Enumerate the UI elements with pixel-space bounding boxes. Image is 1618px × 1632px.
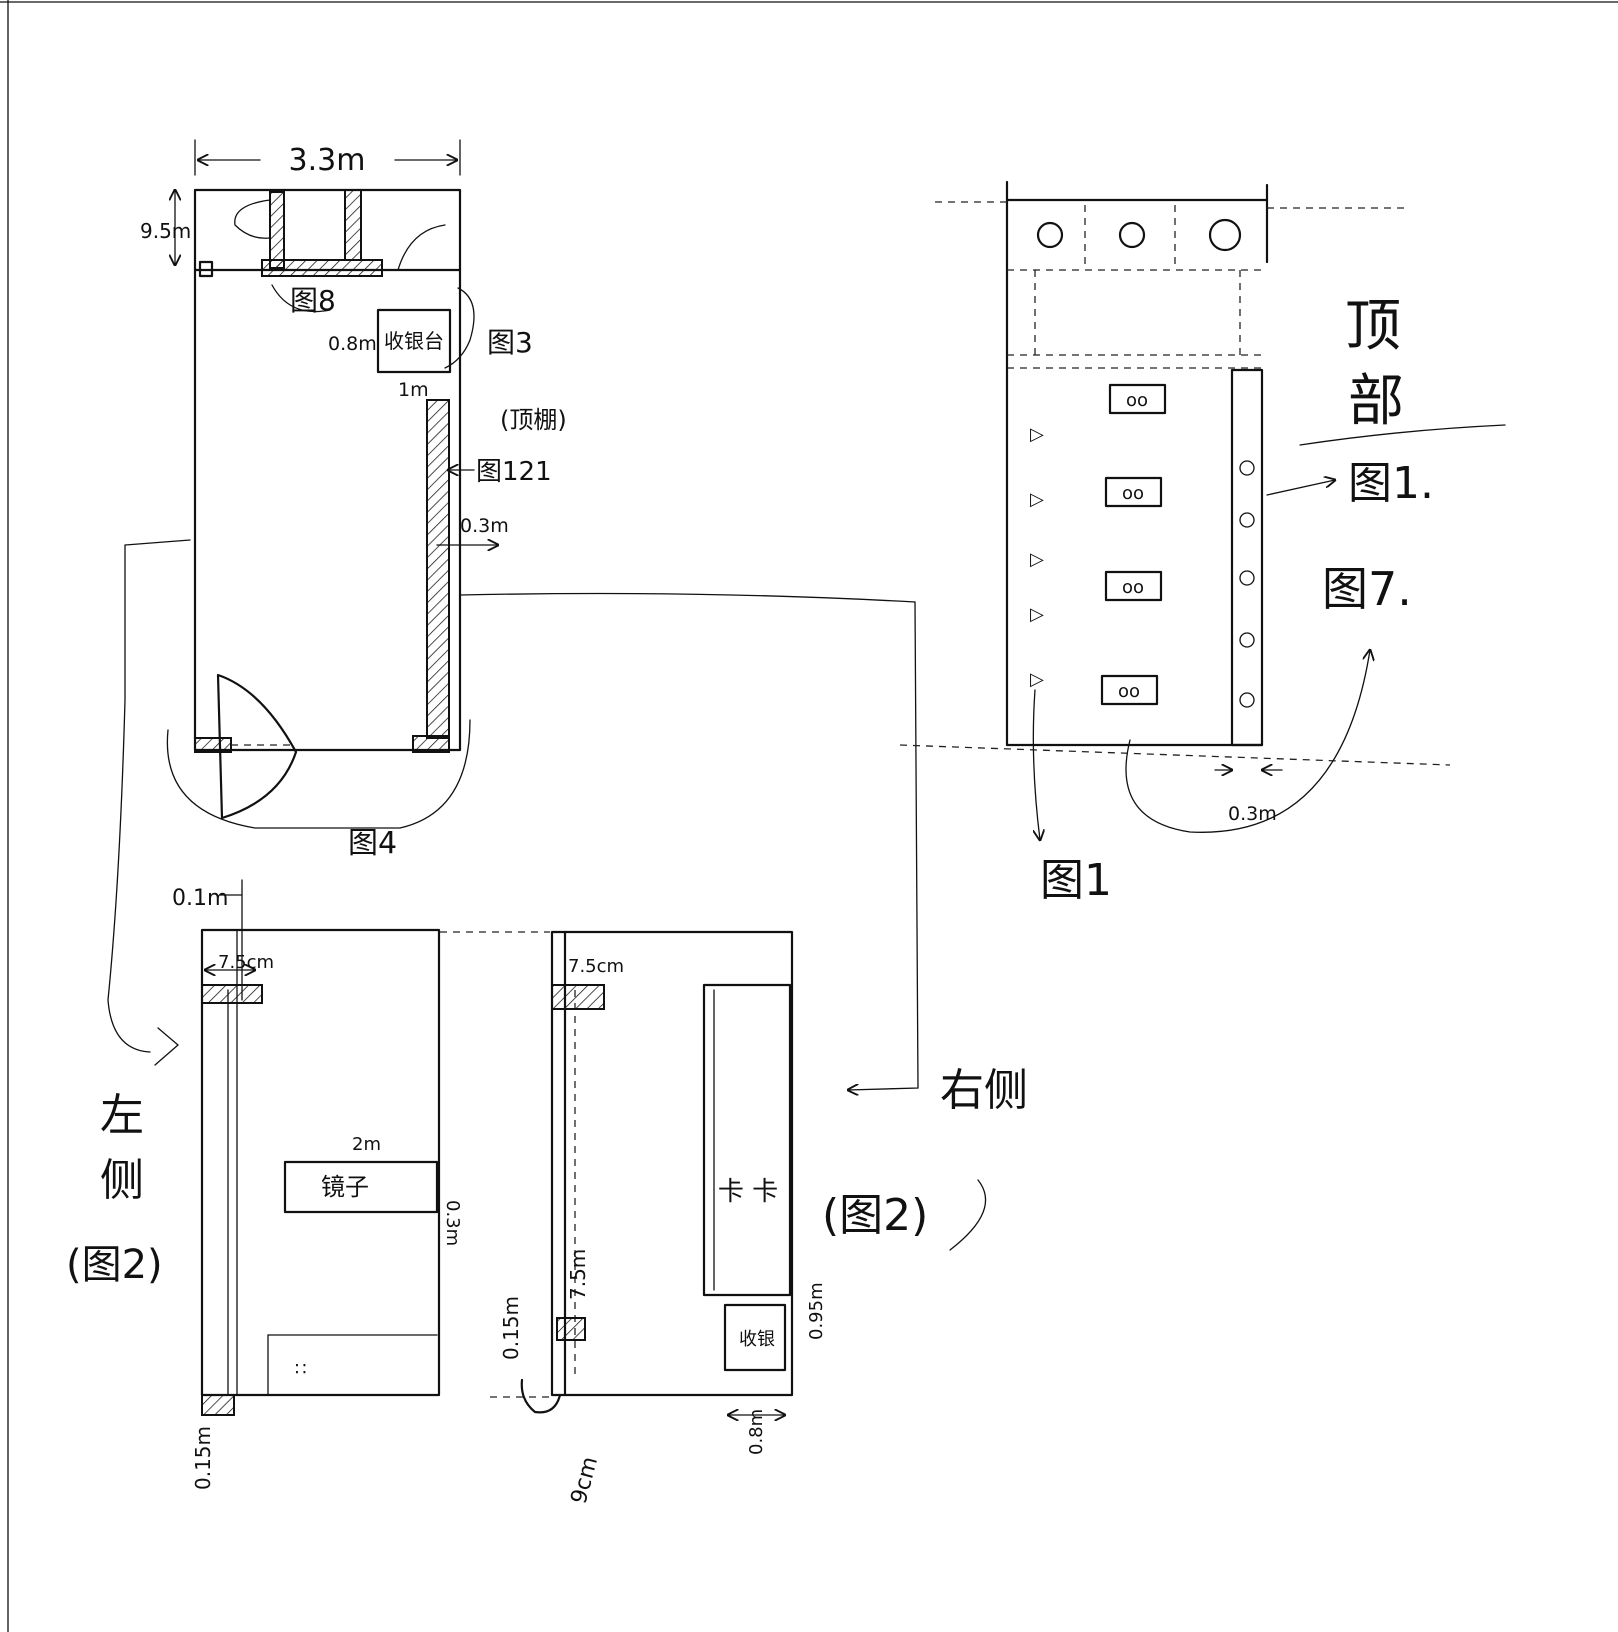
right-cashier-h: 0.95m bbox=[806, 1282, 827, 1340]
top-fixture bbox=[1108, 383, 1167, 415]
left-bottom-beam bbox=[201, 1394, 235, 1416]
top-right-strip bbox=[1230, 368, 1264, 747]
right-cabinet-mark: 卡 卡 bbox=[718, 1177, 778, 1207]
plan-ref-121: 图121 bbox=[476, 457, 552, 487]
plan-top-dim: 9.5m bbox=[140, 219, 191, 243]
plan-cashier-width: 0.8m bbox=[328, 333, 377, 355]
right-cashier bbox=[723, 1303, 787, 1372]
top-light-circle bbox=[1208, 218, 1242, 252]
right-cashier-label: 收银 bbox=[739, 1329, 775, 1350]
top-title-a: 顶 bbox=[1345, 294, 1401, 359]
right-tall-cabinet bbox=[702, 983, 792, 1297]
left-mirror-label: 镜子 bbox=[321, 1173, 369, 1201]
floor-plan: 3.3m 9.5m 图8 收银台 0.8m 1m 图3 (顶棚) 图121 0.… bbox=[140, 139, 567, 861]
right-top-dim: 7.5cm bbox=[568, 956, 624, 977]
left-top-dim: 0.1m bbox=[172, 886, 228, 911]
plan-cashier-label: 收银台 bbox=[384, 329, 444, 353]
top-ref-right: 图1. bbox=[1348, 458, 1434, 509]
top-fixture bbox=[1104, 476, 1163, 508]
svg-text:oo: oo bbox=[1122, 483, 1144, 504]
svg-text:oo: oo bbox=[1122, 577, 1144, 598]
left-mirror-h: 2m bbox=[352, 1134, 381, 1155]
top-ref-below: 图1 bbox=[1040, 855, 1112, 906]
plan-cashier-depth: 1m bbox=[398, 379, 429, 401]
right-elevation: 7.5cm 7.5m 0.15m 9cm 卡 卡 收银 0.95m 0.8m 右… bbox=[490, 930, 1028, 1507]
top-title-underline bbox=[1299, 424, 1506, 446]
right-ref: (图2) bbox=[822, 1190, 928, 1241]
right-bottom-pipe bbox=[520, 1378, 562, 1414]
left-top-beam bbox=[201, 984, 263, 1004]
top-spotlight: ▷ bbox=[1030, 489, 1044, 510]
top-ref-right2: 图7. bbox=[1322, 562, 1412, 616]
top-fixture bbox=[1104, 570, 1163, 602]
left-stripe-dim: 7.5cm bbox=[218, 952, 274, 973]
top-light-circle bbox=[1036, 221, 1064, 249]
plan-wall-dim: 0.3m bbox=[460, 515, 509, 537]
right-outline bbox=[550, 930, 794, 1397]
plan-top-right-door-arc bbox=[397, 224, 446, 271]
plan-ref-4: 图4 bbox=[348, 826, 397, 861]
plan-column-right bbox=[344, 189, 362, 261]
plan-ref3-bracket bbox=[444, 287, 475, 369]
left-mirror bbox=[283, 1160, 439, 1214]
right-ref-bracket bbox=[949, 1179, 987, 1251]
plan-right-wall bbox=[426, 399, 450, 739]
left-outline bbox=[200, 928, 441, 1397]
left-bottom-dim: 0.15m bbox=[191, 1426, 215, 1490]
plan-ref4-bracket bbox=[166, 719, 471, 829]
plan-width-dim: 3.3m bbox=[289, 143, 366, 178]
left-label-b: 侧 bbox=[100, 1155, 144, 1206]
top-spotlight: ▷ bbox=[1030, 604, 1044, 625]
top-fixture bbox=[1100, 674, 1159, 706]
plan-top-door-arc bbox=[234, 199, 271, 239]
top-spotlight: ▷ bbox=[1030, 669, 1044, 690]
left-door-mark: ∷ bbox=[295, 1359, 306, 1380]
svg-text:oo: oo bbox=[1118, 681, 1140, 702]
plan-entrance-door bbox=[216, 673, 298, 820]
top-ref7-curve bbox=[1125, 650, 1370, 833]
connector-left bbox=[107, 539, 191, 1053]
connector-right bbox=[459, 592, 919, 1090]
top-baseline bbox=[899, 744, 1451, 766]
right-mid-dim: 7.5m bbox=[566, 1249, 590, 1300]
top-light-circle bbox=[1118, 221, 1146, 249]
plan-threshold bbox=[261, 259, 383, 277]
left-elevation: 0.1m 7.5cm 镜子 2m 0.3m ∷ 左 侧 (图2) 0.15m bbox=[66, 879, 463, 1490]
left-label-a: 左 bbox=[100, 1090, 144, 1141]
right-bottom-dim: 9cm bbox=[567, 1454, 603, 1506]
svg-text:oo: oo bbox=[1126, 390, 1148, 411]
plan-cashier-box bbox=[376, 308, 452, 374]
top-wall-dim: 0.3m bbox=[1228, 803, 1277, 825]
top-title-b: 部 bbox=[1348, 369, 1404, 434]
right-side-dim: 0.15m bbox=[499, 1296, 523, 1360]
top-view: oo oo oo oo ▷ ▷ ▷ ▷ ▷ 顶 部 图1. 图7. 0.3m 图… bbox=[899, 180, 1506, 906]
left-mirror-d: 0.3m bbox=[442, 1200, 463, 1246]
right-top-beam bbox=[551, 984, 605, 1010]
top-spotlight: ▷ bbox=[1030, 549, 1044, 570]
plan-ref-3: 图3 bbox=[487, 326, 533, 359]
plan-column-left bbox=[269, 191, 285, 269]
right-cashier-w: 0.8m bbox=[746, 1409, 767, 1455]
plan-ceiling-note: (顶棚) bbox=[500, 406, 567, 434]
left-ref: (图2) bbox=[66, 1242, 163, 1288]
right-mid-block bbox=[556, 1317, 586, 1341]
right-label: 右侧 bbox=[940, 1065, 1028, 1116]
top-spotlight: ▷ bbox=[1030, 424, 1044, 445]
